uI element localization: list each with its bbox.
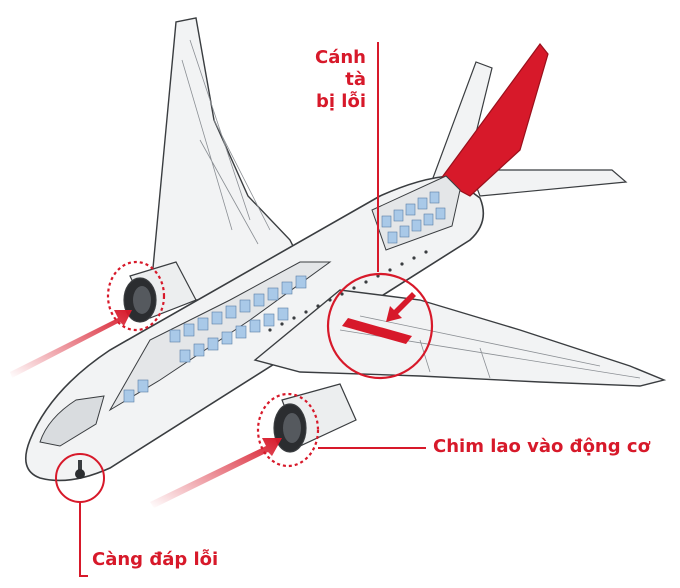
faulty-flap-label-line2: bị lỗi (315, 91, 366, 112)
faulty-flap (342, 318, 412, 344)
landing-gear-label: Càng đáp lỗi (92, 549, 219, 570)
left-wing-panel-lines (181, 39, 271, 245)
nose-landing-gear (75, 460, 85, 479)
right-engine (273, 383, 357, 453)
passenger-seats-rear (381, 191, 446, 244)
bird-strike-arrow-right (150, 438, 282, 508)
right-wing-panel-lines (339, 315, 641, 379)
window-row (268, 250, 428, 332)
right-wing (253, 289, 667, 387)
bird-strike-arrow-left (10, 310, 132, 378)
flap-indicator-arrow (386, 292, 416, 322)
vertical-tail (439, 43, 549, 197)
bird-strike-label: Chim lao vào động cơ (433, 436, 650, 457)
cockpit (39, 395, 105, 447)
left-engine-highlight (106, 260, 166, 332)
passenger-seats-front (123, 275, 307, 403)
faulty-flap-label: Cánh tà bị lỗi (306, 47, 366, 113)
faulty-flap-label-line1: Cánh tà (315, 47, 366, 90)
flap-highlight-circle (326, 272, 434, 380)
landing-gear-leader-line (79, 502, 88, 577)
right-engine-highlight (256, 392, 320, 468)
